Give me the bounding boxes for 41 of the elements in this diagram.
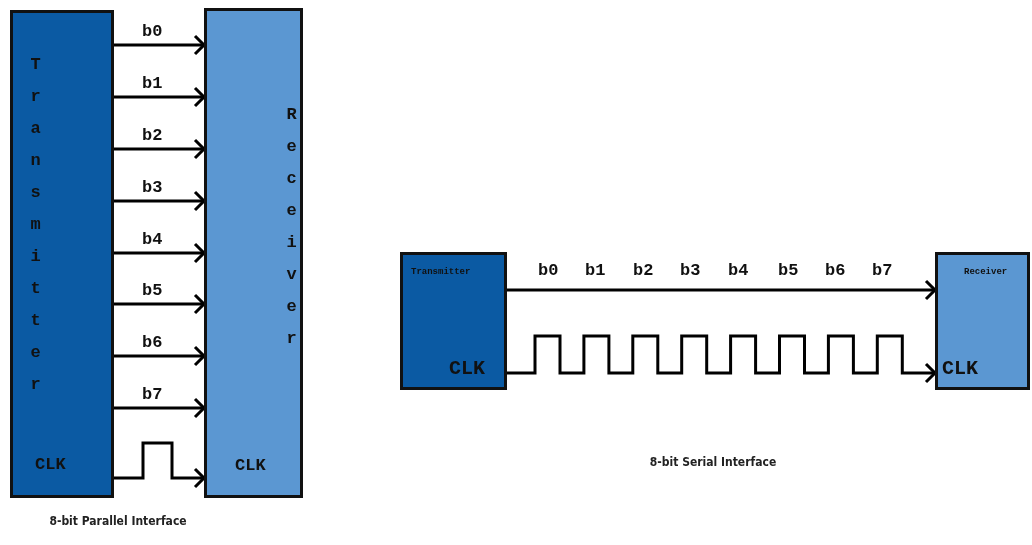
block-title: Receiver bbox=[283, 105, 300, 361]
arrow bbox=[114, 397, 206, 419]
edge-label: b0 bbox=[142, 23, 163, 40]
edge-label: b4 bbox=[142, 231, 163, 248]
edge-label: b2 bbox=[142, 127, 163, 144]
edge-label: b6 bbox=[142, 334, 163, 351]
caption: 8-bit Serial Interface bbox=[649, 455, 777, 469]
arrow bbox=[114, 190, 206, 212]
arrow bbox=[114, 34, 206, 56]
bit-label: b6 bbox=[825, 262, 846, 279]
edge-label: b3 bbox=[142, 179, 163, 196]
arrow bbox=[114, 345, 206, 367]
bit-label: b7 bbox=[872, 262, 893, 279]
block-title: Transmitter bbox=[411, 268, 471, 277]
clock-signal-arrow bbox=[507, 334, 937, 384]
arrow bbox=[114, 242, 206, 264]
clock-label: CLK bbox=[942, 359, 978, 379]
edge-label: b1 bbox=[142, 75, 163, 92]
arrow bbox=[114, 293, 206, 315]
bit-label: b1 bbox=[585, 262, 606, 279]
arrow bbox=[114, 86, 206, 108]
bit-label: b2 bbox=[633, 262, 654, 279]
block-title: Transmitter bbox=[27, 55, 44, 407]
bit-label: b0 bbox=[538, 262, 559, 279]
clock-label: CLK bbox=[449, 359, 485, 379]
transmitter-block bbox=[10, 10, 114, 498]
transmitter-block bbox=[400, 252, 507, 390]
edge-label: b5 bbox=[142, 282, 163, 299]
bit-label: b3 bbox=[680, 262, 701, 279]
receiver-block bbox=[935, 252, 1030, 390]
block-title: Receiver bbox=[964, 268, 1008, 277]
arrow bbox=[114, 138, 206, 160]
bit-label: b4 bbox=[728, 262, 749, 279]
bit-label: b5 bbox=[778, 262, 799, 279]
caption: 8-bit Parallel Interface bbox=[49, 514, 187, 528]
clock-signal-arrow bbox=[114, 441, 206, 489]
edge-label: b7 bbox=[142, 386, 163, 403]
clock-label: CLK bbox=[235, 457, 266, 474]
arrow bbox=[507, 279, 937, 301]
clock-label: CLK bbox=[35, 456, 66, 473]
receiver-block bbox=[204, 8, 303, 498]
